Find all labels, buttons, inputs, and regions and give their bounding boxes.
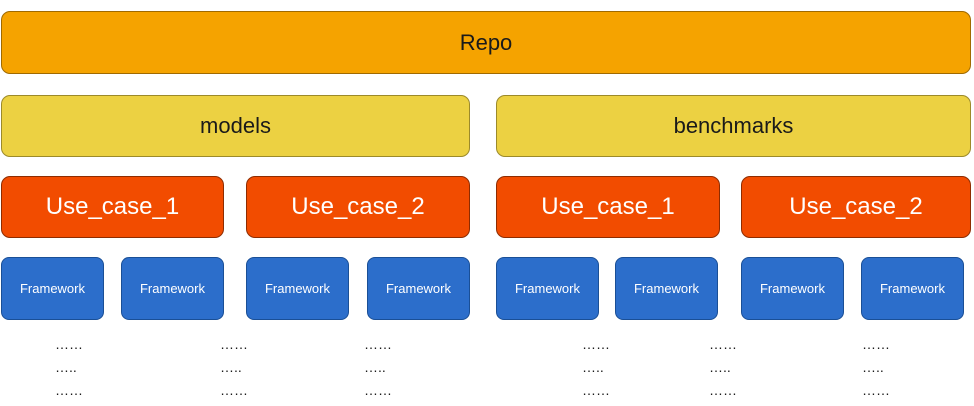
framework-box: Framework [1,257,104,320]
models-label: models [200,113,271,138]
framework-label: Framework [139,281,205,296]
ellipsis-text: ….. [364,359,386,375]
use-case-box: Use_case_2 [246,176,470,238]
ellipsis-text: …… [582,336,610,352]
repo-label: Repo [459,29,513,55]
repo-box: Repo [1,11,971,74]
ellipsis-text: …… [220,382,248,398]
ellipsis-text: …… [709,382,737,398]
ellipsis-text: …… [862,382,890,398]
ellipsis-text: …… [582,382,610,398]
framework-label: Framework [264,281,330,296]
framework-label: Framework [19,281,85,296]
use-case-label: Use_case_1 [45,193,180,220]
ellipsis-text: …… [709,336,737,352]
ellipsis-text: ….. [220,359,242,375]
framework-box: Framework [861,257,964,320]
ellipsis-column: …… ….. …… [862,333,890,402]
use-case-label: Use_case_2 [789,193,923,220]
use-case-box: Use_case_1 [1,176,224,238]
ellipsis-text: …… [364,336,392,352]
ellipsis-text: …… [862,336,890,352]
ellipsis-text: ….. [709,359,731,375]
framework-box: Framework [121,257,224,320]
ellipsis-column: …… ….. …… [364,333,392,402]
framework-box: Framework [741,257,844,320]
framework-box: Framework [367,257,470,320]
ellipsis-column: …… ….. …… [709,333,737,402]
ellipsis-text: …… [55,382,83,398]
ellipsis-text: ….. [582,359,604,375]
ellipsis-column: …… ….. …… [55,333,83,402]
framework-label: Framework [385,281,451,296]
framework-box: Framework [246,257,349,320]
ellipsis-text: …… [220,336,248,352]
ellipsis-text: …… [55,336,83,352]
use-case-box: Use_case_1 [496,176,720,238]
ellipsis-text: ….. [862,359,884,375]
ellipsis-text: …… [364,382,392,398]
ellipsis-column: …… ….. …… [582,333,610,402]
use-case-label: Use_case_2 [291,193,425,220]
ellipsis-column: …… ….. …… [220,333,248,402]
benchmarks-box: benchmarks [496,95,971,157]
ellipsis-text: ….. [55,359,77,375]
framework-label: Framework [879,281,945,296]
framework-label: Framework [633,281,699,296]
use-case-box: Use_case_2 [741,176,971,238]
framework-label: Framework [759,281,825,296]
framework-box: Framework [615,257,718,320]
models-box: models [1,95,470,157]
framework-label: Framework [514,281,580,296]
benchmarks-label: benchmarks [673,113,794,138]
use-case-label: Use_case_1 [541,193,675,220]
framework-box: Framework [496,257,599,320]
